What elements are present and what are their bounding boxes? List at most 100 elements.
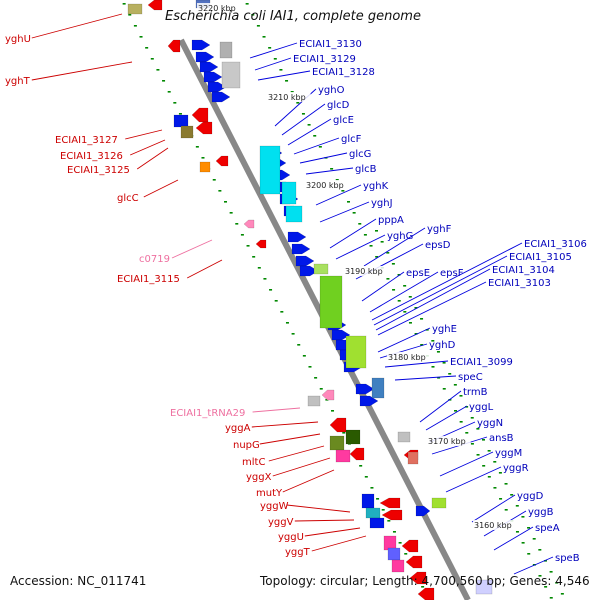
tick-dot xyxy=(279,69,283,71)
feature-block xyxy=(329,435,345,451)
label-leader xyxy=(254,57,292,71)
feature-block xyxy=(319,275,343,329)
tick-dot xyxy=(342,432,346,434)
feature-block xyxy=(345,335,367,369)
gene-label: speC xyxy=(458,372,483,383)
gene-label: epsD xyxy=(425,240,451,251)
gene-label: glcE xyxy=(333,115,354,126)
tick-dot xyxy=(387,520,391,522)
label-leader xyxy=(259,433,321,445)
tick-dot xyxy=(133,25,137,27)
tick-dot xyxy=(425,329,429,331)
tick-dot xyxy=(263,278,267,280)
tick-dot xyxy=(375,256,379,258)
cds-plus-arrow xyxy=(331,329,351,341)
tick-dot xyxy=(178,113,182,115)
tick-dot xyxy=(560,593,564,595)
cds-minus-arrow xyxy=(417,587,435,600)
label-leader xyxy=(249,42,298,59)
gene-label: ECIAI1_3126 xyxy=(60,151,123,162)
tick-dot xyxy=(331,410,335,412)
gene-label: yghU xyxy=(5,34,31,45)
tick-dot xyxy=(487,476,491,478)
tick-dot xyxy=(297,344,301,346)
label-leader xyxy=(299,152,348,164)
label-leader xyxy=(394,375,457,381)
tick-dot xyxy=(442,388,446,390)
gene-labels: ECIAI1_3130ECIAI1_3129ECIAI1_3128yghOglc… xyxy=(5,34,587,564)
feature-block xyxy=(365,507,381,519)
gene-label: yghT xyxy=(5,76,31,87)
tick-dot xyxy=(499,498,503,500)
gene-label: glcB xyxy=(355,164,377,175)
feature-block xyxy=(431,497,447,509)
gene-label: c0719 xyxy=(139,254,170,265)
tick-dot xyxy=(527,527,531,529)
label-leader xyxy=(371,242,523,321)
cds-minus-arrow xyxy=(379,497,401,509)
label-leader xyxy=(493,526,534,551)
tick-dot xyxy=(156,69,160,71)
tick-dot xyxy=(487,450,491,452)
label-leader xyxy=(287,118,332,146)
tick-dot xyxy=(482,465,486,467)
tick-dot xyxy=(470,417,474,419)
gene-label: ECIAI1_3103 xyxy=(488,278,551,289)
cds-minus-arrow xyxy=(195,121,213,135)
label-leader xyxy=(171,239,213,259)
gene-label: yggD xyxy=(517,491,544,502)
tick-dot xyxy=(420,344,424,346)
label-leader xyxy=(471,494,516,523)
kbp-label: 3210 kbp xyxy=(268,93,306,102)
genome-summary: Topology: circular; Length: 4,700,560 bp… xyxy=(260,574,590,588)
feature-block xyxy=(391,559,405,573)
tick-dot xyxy=(291,333,295,335)
tick-dot xyxy=(167,91,171,93)
feature-block xyxy=(281,181,297,205)
gene-label: mltC xyxy=(242,457,265,468)
tick-dot xyxy=(308,366,312,368)
tick-dot xyxy=(269,289,273,291)
tick-dot xyxy=(325,399,329,401)
tick-dot xyxy=(363,234,367,236)
feature-block xyxy=(407,451,419,465)
gene-label: yggN xyxy=(477,418,503,429)
tick-dot xyxy=(195,146,199,148)
gene-label: yghK xyxy=(363,181,389,192)
label-leader xyxy=(373,255,508,326)
gene-label: ansB xyxy=(489,433,514,444)
tick-dot xyxy=(515,505,519,507)
cds-minus-arrow xyxy=(255,239,267,249)
kbp-label-bg xyxy=(197,3,241,13)
tick-dot xyxy=(437,377,441,379)
tick-dot xyxy=(251,14,255,16)
tick-dot xyxy=(498,472,502,474)
kbp-label: 3170 kbp xyxy=(428,437,466,446)
feature-block xyxy=(199,161,211,173)
tick-dot xyxy=(408,296,412,298)
feature-block xyxy=(180,125,194,139)
gene-label: ECIAI1_3125 xyxy=(67,165,130,176)
tick-dot xyxy=(403,285,407,287)
tick-dot xyxy=(386,252,390,254)
tick-dot xyxy=(380,241,384,243)
tick-dot xyxy=(375,230,378,232)
tick-dot xyxy=(454,410,458,412)
accession-text: Accession: NC_011741 xyxy=(10,574,147,588)
tick-dot xyxy=(150,58,154,60)
kbp-label-bg xyxy=(267,92,311,102)
gene-label: yggX xyxy=(246,472,272,483)
label-leader xyxy=(282,469,335,493)
gene-label: speA xyxy=(535,523,560,534)
feature-block xyxy=(345,429,361,445)
kbp-label: 3220 kbp xyxy=(198,4,236,13)
label-leader xyxy=(377,327,431,353)
feature-block xyxy=(221,61,241,89)
cds-plus-arrow xyxy=(359,395,379,407)
kbp-label-bg xyxy=(473,520,517,530)
gene-label: yggV xyxy=(268,517,294,528)
label-leader xyxy=(251,421,319,428)
tick-dot xyxy=(397,274,401,276)
